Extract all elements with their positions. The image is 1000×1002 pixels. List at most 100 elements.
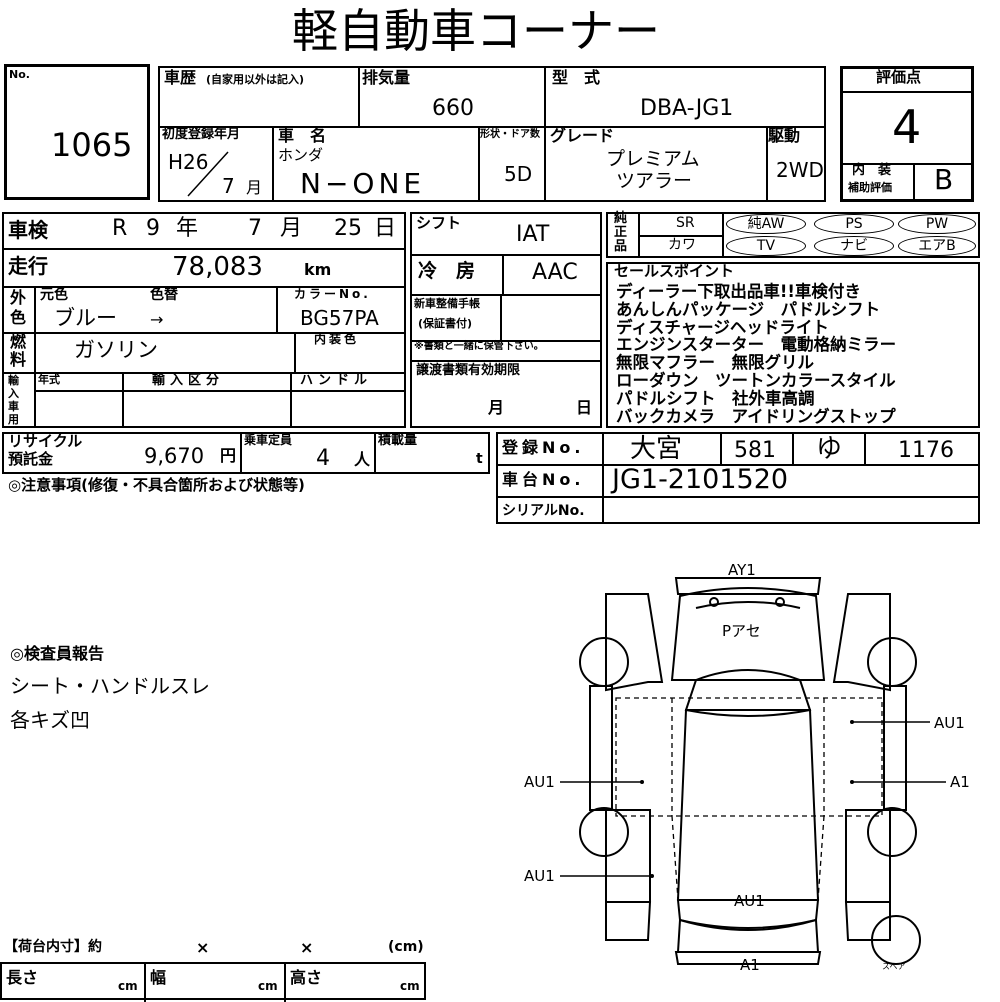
damage-ay1: AY1 xyxy=(728,561,756,579)
mileage-unit: km xyxy=(304,260,332,279)
grade-label: グレード xyxy=(550,126,615,145)
import-label-2: 入 xyxy=(8,387,19,400)
right-door-sill xyxy=(883,685,907,811)
inspector-line: シート・ハンドルスレ xyxy=(10,674,210,698)
first-reg-year: H26 xyxy=(168,150,209,174)
displacement-label: 排気量 xyxy=(362,68,411,87)
cargo-label: 【荷台内寸】約 xyxy=(4,939,102,955)
damage-pase: Pアセ xyxy=(722,622,761,640)
inspector-label: ◎検査員報告 xyxy=(10,644,104,663)
recycle-value: 9,670 xyxy=(144,444,205,468)
cargo-unit: (cm) xyxy=(388,939,424,955)
inspection-grid xyxy=(2,212,406,428)
hood-shape xyxy=(670,587,826,681)
import-label-4: 用 xyxy=(8,413,19,426)
history-note: (自家用以外は記入) xyxy=(206,73,305,86)
history-label: 車歴 xyxy=(164,68,197,87)
transfer-label: 譲渡書類有効期限 xyxy=(416,363,521,378)
inspector-line: 各キズ凹 xyxy=(10,708,90,732)
inspection-year-unit: 年 xyxy=(176,216,199,241)
rear-bumper-shape xyxy=(674,951,822,965)
inspection-month: 7 xyxy=(248,216,262,241)
shift-grid xyxy=(410,212,602,428)
cargo-x1: × xyxy=(196,938,210,957)
recycle-grid xyxy=(2,432,490,474)
sales-point-line: ローダウン ツートンカラースタイル xyxy=(616,370,896,390)
recycle-label-2: 預託金 xyxy=(8,450,54,468)
inspection-day-unit: 日 xyxy=(374,216,397,241)
interior-color-label: 内装色 xyxy=(314,332,360,346)
original-color: ブルー xyxy=(54,306,117,330)
transfer-day-unit: 日 xyxy=(576,398,593,417)
sales-points-label: セールスポイント xyxy=(614,262,735,280)
displacement-value: 660 xyxy=(432,96,474,121)
score-label: 評価点 xyxy=(876,68,922,86)
chassis-value: JG1-2101520 xyxy=(612,464,789,495)
first-reg-slash xyxy=(187,151,229,197)
import-handle-label: ハンドル xyxy=(300,373,373,388)
capacity-value: 4 xyxy=(316,446,330,471)
model-label: 型 式 xyxy=(552,68,601,87)
grade-line1: プレミアム xyxy=(606,148,700,170)
maintenance-label-2: (保証書付) xyxy=(418,317,473,330)
cargo-length-label: 長さ xyxy=(6,968,39,987)
front-bumper-shape xyxy=(674,577,822,595)
rear-right-wheel xyxy=(867,807,917,857)
registration-kana: ゆ xyxy=(816,434,843,464)
inspection-day: 25 xyxy=(334,216,362,241)
notes-label: ◎注意事項(修復・不具合箇所および状態等) xyxy=(8,476,305,494)
lot-no-label: No. xyxy=(9,68,30,81)
car-maker: ホンダ xyxy=(278,146,324,164)
interior-value: B xyxy=(934,163,954,196)
cargo-grid xyxy=(0,962,426,1002)
shift-label: シフト xyxy=(416,214,462,232)
recycle-unit: 円 xyxy=(220,446,237,465)
sales-points-list: ディーラー下取出品車!!車検付き あんしんパッケージ パドルシフト ディスチャー… xyxy=(616,283,896,425)
cargo-width-unit: cm xyxy=(258,979,278,993)
lot-number: 1065 xyxy=(51,126,133,164)
fuel-label-1: 燃 xyxy=(10,332,27,351)
option-navi: ナビ xyxy=(814,236,894,256)
spare-wheel xyxy=(871,915,921,965)
registration-number: 1176 xyxy=(898,438,954,463)
spare-label: スペア xyxy=(882,962,906,971)
rear-left-wheel xyxy=(579,807,629,857)
color-code: BG57PA xyxy=(300,306,379,330)
load-label: 積載量 xyxy=(378,433,418,448)
model-value: DBA-JG1 xyxy=(640,96,734,121)
score-value: 4 xyxy=(892,100,922,154)
load-unit: t xyxy=(476,451,483,467)
right-front-panel xyxy=(832,593,891,692)
cargo-x2: × xyxy=(300,938,314,957)
sales-point-line: 無限マフラー 無限グリル xyxy=(616,353,814,373)
inspection-year: 9 xyxy=(146,216,160,241)
first-reg-month: 7 xyxy=(222,174,235,198)
inspection-month-unit: 月 xyxy=(280,216,303,241)
sales-point-line: ディスチャージヘッドライト xyxy=(616,317,829,337)
cargo-height-label: 高さ xyxy=(290,968,323,987)
car-name-label: 車 名 xyxy=(278,126,327,145)
equipment-leather: カワ xyxy=(668,237,696,253)
cargo-width-label: 幅 xyxy=(150,968,167,987)
left-front-panel xyxy=(605,593,664,692)
maintenance-note: ※書類と一緒に保管下さい。 xyxy=(414,341,544,352)
capacity-unit: 人 xyxy=(354,450,371,469)
page-title: 軽自動車コーナー xyxy=(292,4,660,58)
outer-color-label-1: 外 xyxy=(10,288,27,307)
registration-area: 大宮 xyxy=(630,434,683,464)
damage-au1-left-mid: AU1 xyxy=(524,773,555,791)
import-class-label: 輸入区分 xyxy=(152,373,225,388)
shift-value: IAT xyxy=(516,222,550,247)
cargo-length-unit: cm xyxy=(118,979,138,993)
sales-point-line: バックカメラ アイドリングストップ xyxy=(616,406,896,426)
sales-point-line: ディーラー下取出品車!!車検付き xyxy=(616,282,861,301)
interior-label-1: 内 装 xyxy=(852,163,892,178)
registration-label: 登録No. xyxy=(502,438,585,457)
recycle-label-1: リサイクル xyxy=(8,432,83,450)
chassis-label: 車台No. xyxy=(502,470,585,489)
option-tv: TV xyxy=(726,236,806,256)
equipment-sr: SR xyxy=(676,215,695,231)
registration-class: 581 xyxy=(734,438,776,463)
doors-value: 5D xyxy=(504,162,533,186)
sales-points-box xyxy=(606,262,980,428)
